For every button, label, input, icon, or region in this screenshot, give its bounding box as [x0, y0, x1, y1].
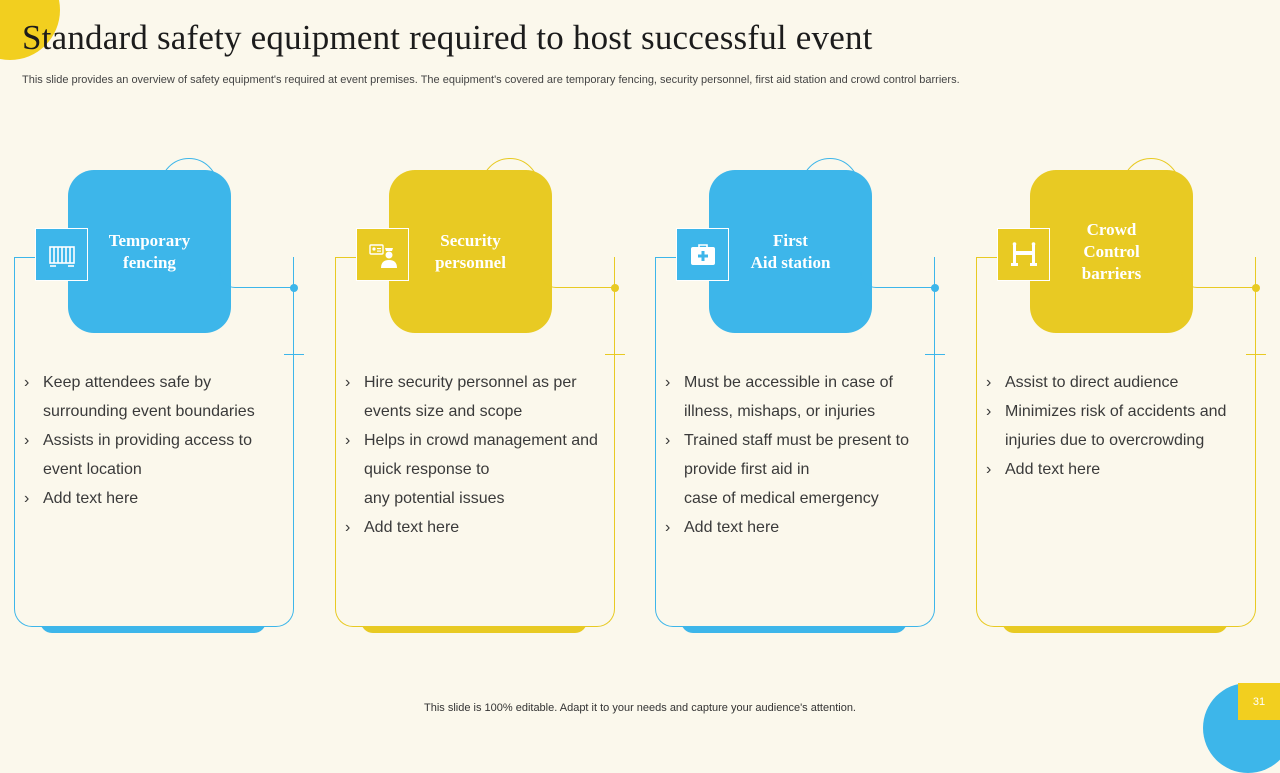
barrier-icon — [997, 228, 1050, 281]
card-heading: Temporary fencing — [108, 230, 191, 272]
list-item: Must be accessible in case of illness, m… — [663, 368, 925, 426]
list-item: Add text here — [343, 513, 605, 542]
security-guard-icon — [356, 228, 409, 281]
connector-line — [219, 240, 296, 288]
card-frame-edge — [14, 257, 36, 258]
card-security-personnel: Security personnel Hire security personn… — [335, 150, 635, 640]
list-item: Helps in crowd management and quick resp… — [343, 426, 605, 513]
list-item: Add text here — [22, 484, 284, 513]
list-item: Assists in providing access to event loc… — [22, 426, 284, 484]
footer-note: This slide is 100% editable. Adapt it to… — [424, 702, 856, 714]
list-item: Assist to direct audience — [984, 368, 1246, 397]
fence-icon — [35, 228, 88, 281]
list-item: Keep attendees safe by surrounding event… — [22, 368, 284, 426]
card-header: Crowd Control barriers — [1030, 170, 1193, 333]
connector-dot — [1252, 284, 1260, 292]
first-aid-kit-icon — [676, 228, 729, 281]
card-frame-edge — [335, 257, 357, 258]
page-number: 31 — [1238, 683, 1280, 720]
connector-dot — [611, 284, 619, 292]
card-heading: Crowd Control barriers — [1081, 219, 1142, 283]
card-frame-edge — [1246, 354, 1266, 355]
connector-line — [860, 240, 937, 288]
connector-line — [540, 240, 617, 288]
connector-dot — [931, 284, 939, 292]
card-frame-edge — [976, 257, 998, 258]
card-header: Temporary fencing — [68, 170, 231, 333]
bullet-list: Hire security personnel as per events si… — [343, 368, 605, 542]
slide-subtitle: This slide provides an overview of safet… — [22, 74, 960, 86]
bullet-list: Keep attendees safe by surrounding event… — [22, 368, 284, 513]
list-item: Add text here — [984, 455, 1246, 484]
card-frame-edge — [655, 257, 677, 258]
bullet-list: Must be accessible in case of illness, m… — [663, 368, 925, 542]
connector-line — [1181, 240, 1258, 288]
card-frame-edge — [925, 354, 945, 355]
card-frame-edge — [284, 354, 304, 355]
list-item: Add text here — [663, 513, 925, 542]
list-item: Hire security personnel as per events si… — [343, 368, 605, 426]
connector-dot — [290, 284, 298, 292]
card-heading: Security personnel — [435, 230, 506, 272]
card-crowd-control-barriers: Crowd Control barriers Assist to direct … — [976, 150, 1276, 640]
slide-title: Standard safety equipment required to ho… — [22, 18, 873, 57]
card-heading: First Aid station — [750, 230, 831, 272]
bullet-list: Assist to direct audience Minimizes risk… — [984, 368, 1246, 484]
list-item: Minimizes risk of accidents and injuries… — [984, 397, 1246, 455]
list-item: Trained staff must be present to provide… — [663, 426, 925, 513]
card-header: Security personnel — [389, 170, 552, 333]
card-first-aid-station: First Aid station Must be accessible in … — [655, 150, 955, 640]
card-frame-edge — [605, 354, 625, 355]
card-header: First Aid station — [709, 170, 872, 333]
card-temporary-fencing: Temporary fencing Keep attendees safe by… — [14, 150, 314, 640]
